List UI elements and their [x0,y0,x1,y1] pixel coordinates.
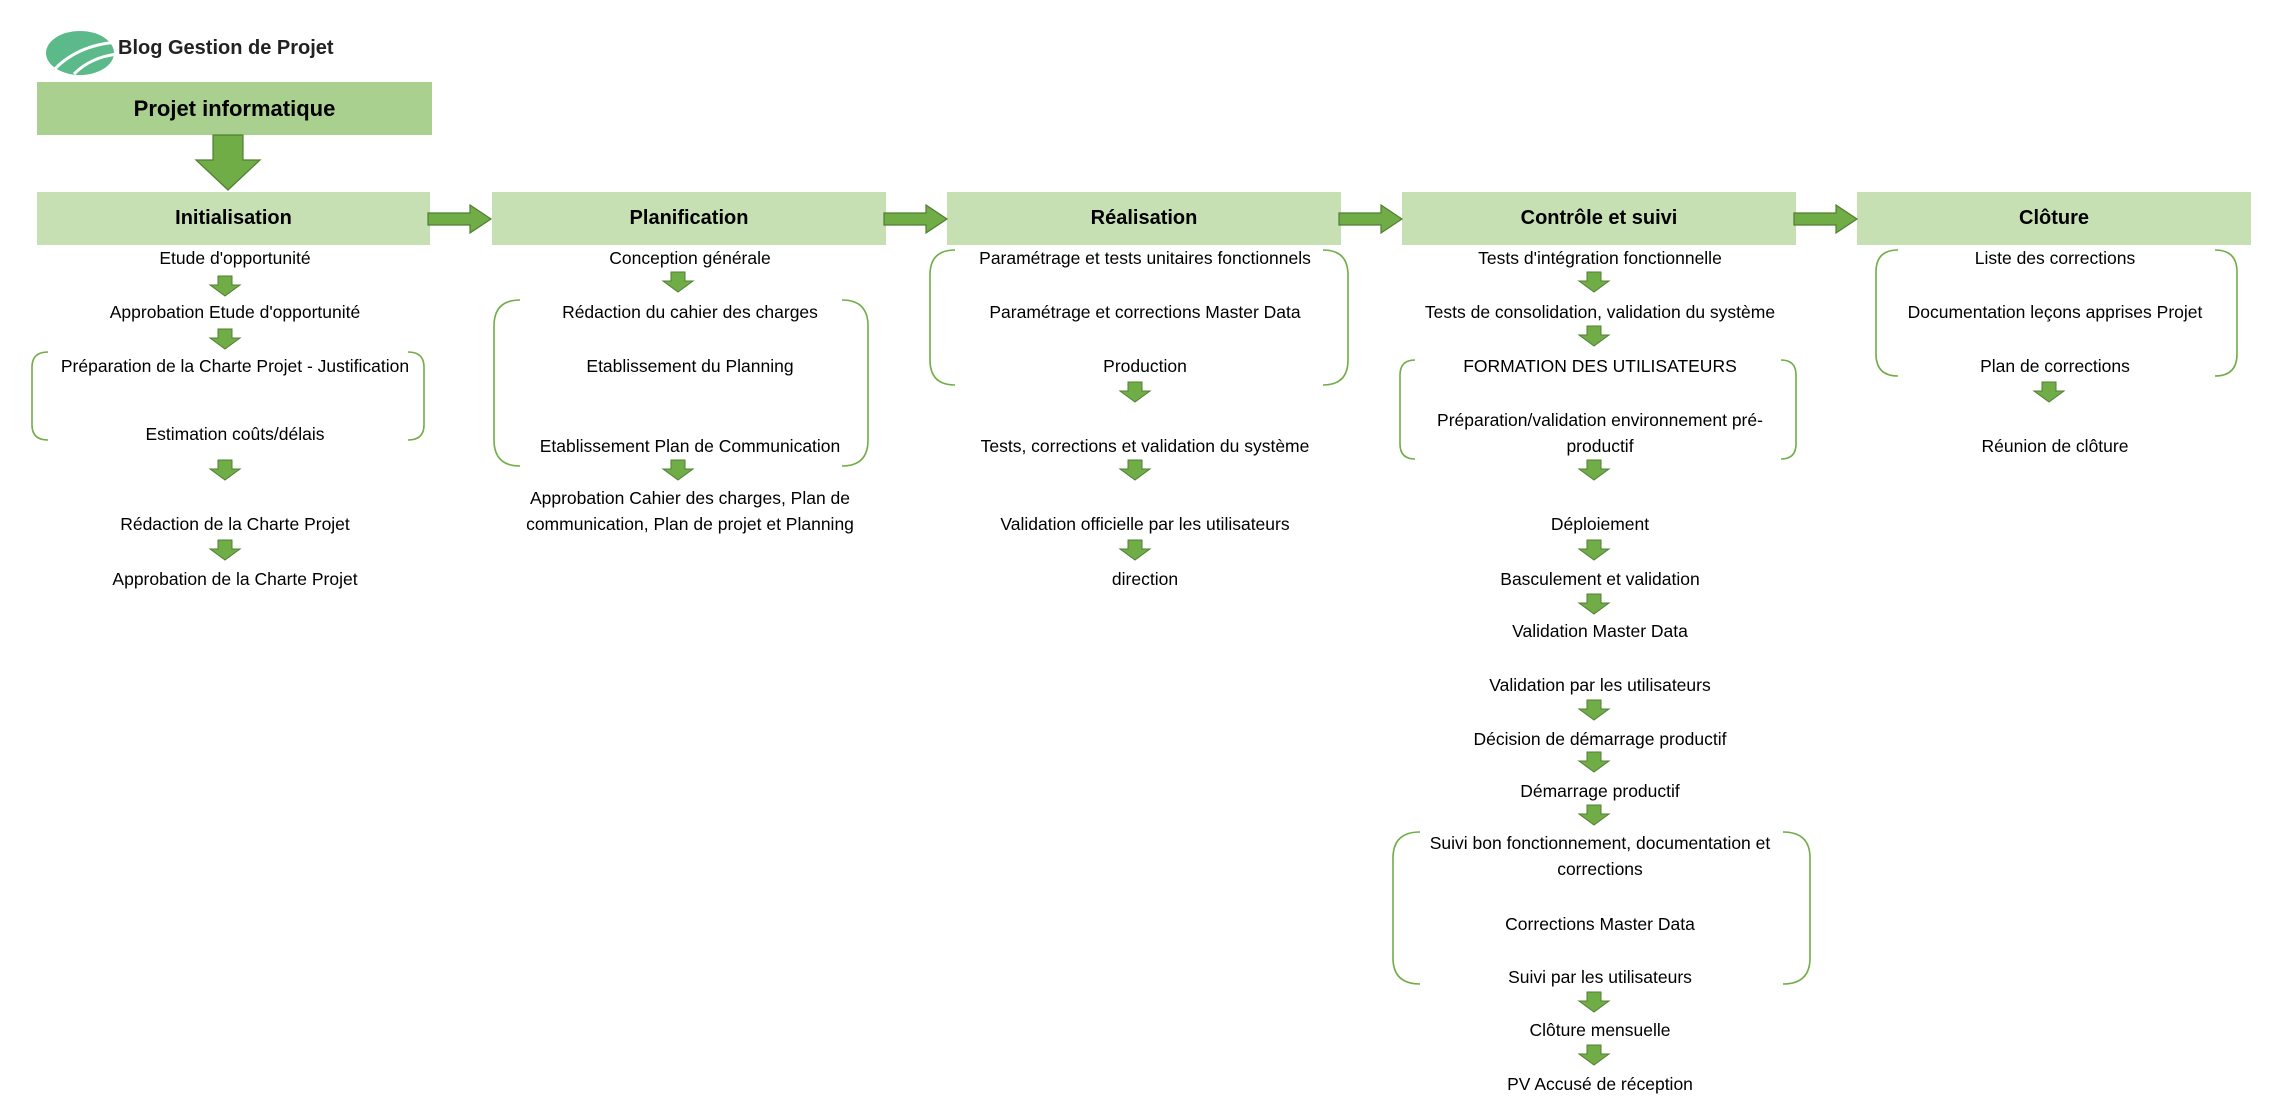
bracket-right [407,351,425,441]
down-arrow-icon [1577,459,1611,481]
bracket-left [493,299,521,467]
logo-title: Blog Gestion de Projet [118,37,334,59]
step-item: Approbation de la Charte Projet [112,569,358,589]
step-item: Rédaction de la Charte Projet [120,514,350,534]
step-item: Validation par les utilisateurs [1489,675,1711,695]
down-arrow-icon [1577,325,1611,347]
step-item: Approbation Etude d'opportunité [109,302,361,322]
step-item: Basculement et validation [1500,569,1700,589]
bracket-right [2214,249,2238,377]
step-item: Paramétrage et corrections Master Data [989,302,1301,322]
down-arrow-icon [1577,539,1611,561]
step-item: Validation Master Data [1512,621,1688,641]
step-item: Liste des corrections [1974,248,2136,268]
step-item: Documentation leçons apprises Projet [1907,302,2203,322]
right-arrow-icon [427,203,493,235]
down-arrow-icon [1577,593,1611,615]
step-item: Plan de corrections [1980,356,2130,376]
bracket-left [929,249,956,386]
big-down-arrow-icon [194,134,262,191]
down-arrow-icon [208,459,242,481]
bracket-left [1399,359,1416,460]
phase-header-planification: Planification [492,192,886,245]
phase-header-realisation: Réalisation [947,192,1341,245]
step-item: Estimation coûts/délais [145,424,325,444]
bracket-left [31,351,49,441]
step-item: direction [1111,569,1179,589]
step-item: Corrections Master Data [1505,914,1695,934]
step-item: Réunion de clôture [1981,436,2129,456]
bracket-right [841,299,869,467]
logo [44,28,120,78]
step-item: Préparation/validation environnement pré… [1437,410,1763,456]
bracket-left [1392,831,1421,985]
step-item: FORMATION DES UTILISATEURS [1463,356,1737,376]
down-arrow-icon [208,275,242,297]
bracket-right [1322,249,1349,386]
step-item: Rédaction du cahier des charges [562,302,818,322]
step-item: Etablissement Plan de Communication [539,436,841,456]
step-item: Tests, corrections et validation du syst… [980,436,1310,456]
down-arrow-icon [1577,271,1611,293]
right-arrow-icon [1338,203,1404,235]
step-item: Approbation Cahier des charges, Plan de … [526,488,854,534]
step-item: Démarrage productif [1520,781,1680,801]
down-arrow-icon [2032,381,2066,403]
step-item: Tests d'intégration fonctionnelle [1478,248,1722,268]
down-arrow-icon [208,328,242,350]
step-item: Déploiement [1550,514,1650,534]
down-arrow-icon [1577,751,1611,773]
step-item: Conception générale [609,248,771,268]
step-item: PV Accusé de réception [1507,1074,1693,1094]
bracket-right [1780,359,1797,460]
project-title: Projet informatique [37,82,432,135]
step-item: Production [1103,356,1187,376]
step-item: Etude d'opportunité [159,248,311,268]
down-arrow-icon [661,459,695,481]
step-item: Clôture mensuelle [1529,1020,1671,1040]
bracket-right [1782,831,1811,985]
down-arrow-icon [208,539,242,561]
step-item: Décision de démarrage productif [1473,729,1727,749]
down-arrow-icon [1577,804,1611,826]
step-item: Validation officielle par les utilisateu… [1000,514,1290,534]
down-arrow-icon [1118,539,1152,561]
down-arrow-icon [1577,991,1611,1013]
step-item: Tests de consolidation, validation du sy… [1424,302,1776,322]
down-arrow-icon [1118,381,1152,403]
down-arrow-icon [1577,699,1611,721]
step-item: Etablissement du Planning [586,356,794,376]
down-arrow-icon [1577,1044,1611,1066]
bracket-left [1875,249,1899,377]
down-arrow-icon [661,271,695,293]
step-item: Préparation de la Charte Projet - Justif… [60,356,410,376]
step-item: Suivi bon fonctionnement, documentation … [1429,833,1771,879]
leaf-logo-icon [46,31,119,76]
phase-header-controle-et-suivi: Contrôle et suivi [1402,192,1796,245]
right-arrow-icon [1793,203,1859,235]
right-arrow-icon [883,203,949,235]
phase-header-initialisation: Initialisation [37,192,430,245]
down-arrow-icon [1118,459,1152,481]
step-item: Suivi par les utilisateurs [1508,967,1692,987]
phase-header-cloture: Clôture [1857,192,2251,245]
step-item: Paramétrage et tests unitaires fonctionn… [979,248,1311,268]
